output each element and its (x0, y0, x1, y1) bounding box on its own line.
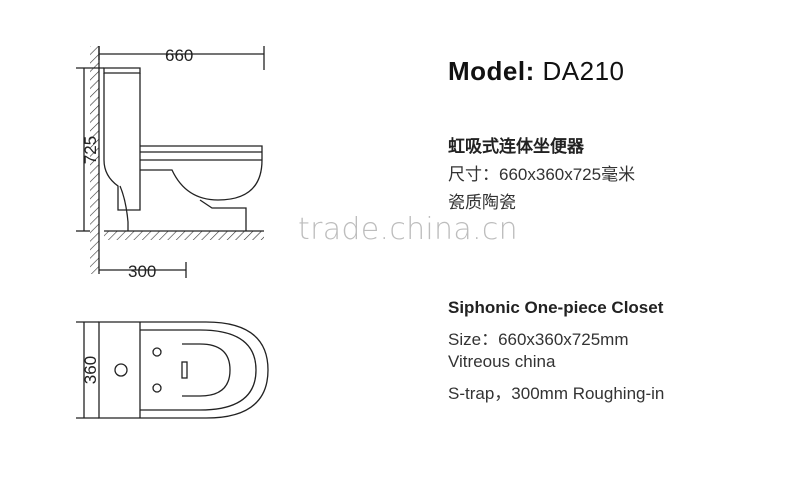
spec-en-title: Siphonic One-piece Closet (448, 298, 664, 317)
model-value: DA210 (542, 56, 625, 86)
spec-en-material: Vitreous china (448, 352, 556, 371)
model-heading: Model: DA210 (448, 56, 625, 87)
seat-hinge (181, 361, 188, 379)
tank-outline (103, 67, 141, 74)
spec-cn-material: 瓷质陶瓷 (448, 193, 516, 212)
bowl-outline (140, 145, 263, 201)
wall-hatch (90, 46, 99, 274)
pedestal-outline (119, 185, 247, 231)
dim-height-label: 725 (81, 136, 100, 164)
bolt-hole-bottom (152, 383, 162, 393)
spec-cn-title: 虹吸式连体坐便器 (448, 137, 584, 156)
tank-body (103, 73, 141, 211)
flush-button (114, 363, 128, 377)
watermark: trade.china.cn (298, 212, 519, 247)
dim-width-label: 660 (165, 46, 193, 65)
floor-hatch (104, 231, 264, 240)
bowl-opening (182, 343, 231, 397)
dim-depth-label: 360 (81, 356, 100, 384)
model-label: Model: (448, 56, 535, 86)
top-outline (98, 321, 269, 419)
spec-en-size: Size：660x360x725mm (448, 330, 629, 349)
dim-roughin-label: 300 (128, 262, 156, 281)
spec-en-trap: S-trap，300mm Roughing-in (448, 384, 665, 403)
spec-cn-size: 尺寸：660x360x725毫米 (448, 165, 636, 184)
top-view (76, 321, 269, 419)
bolt-hole-top (152, 347, 162, 357)
seat-outline (140, 329, 257, 411)
side-view (76, 46, 265, 278)
